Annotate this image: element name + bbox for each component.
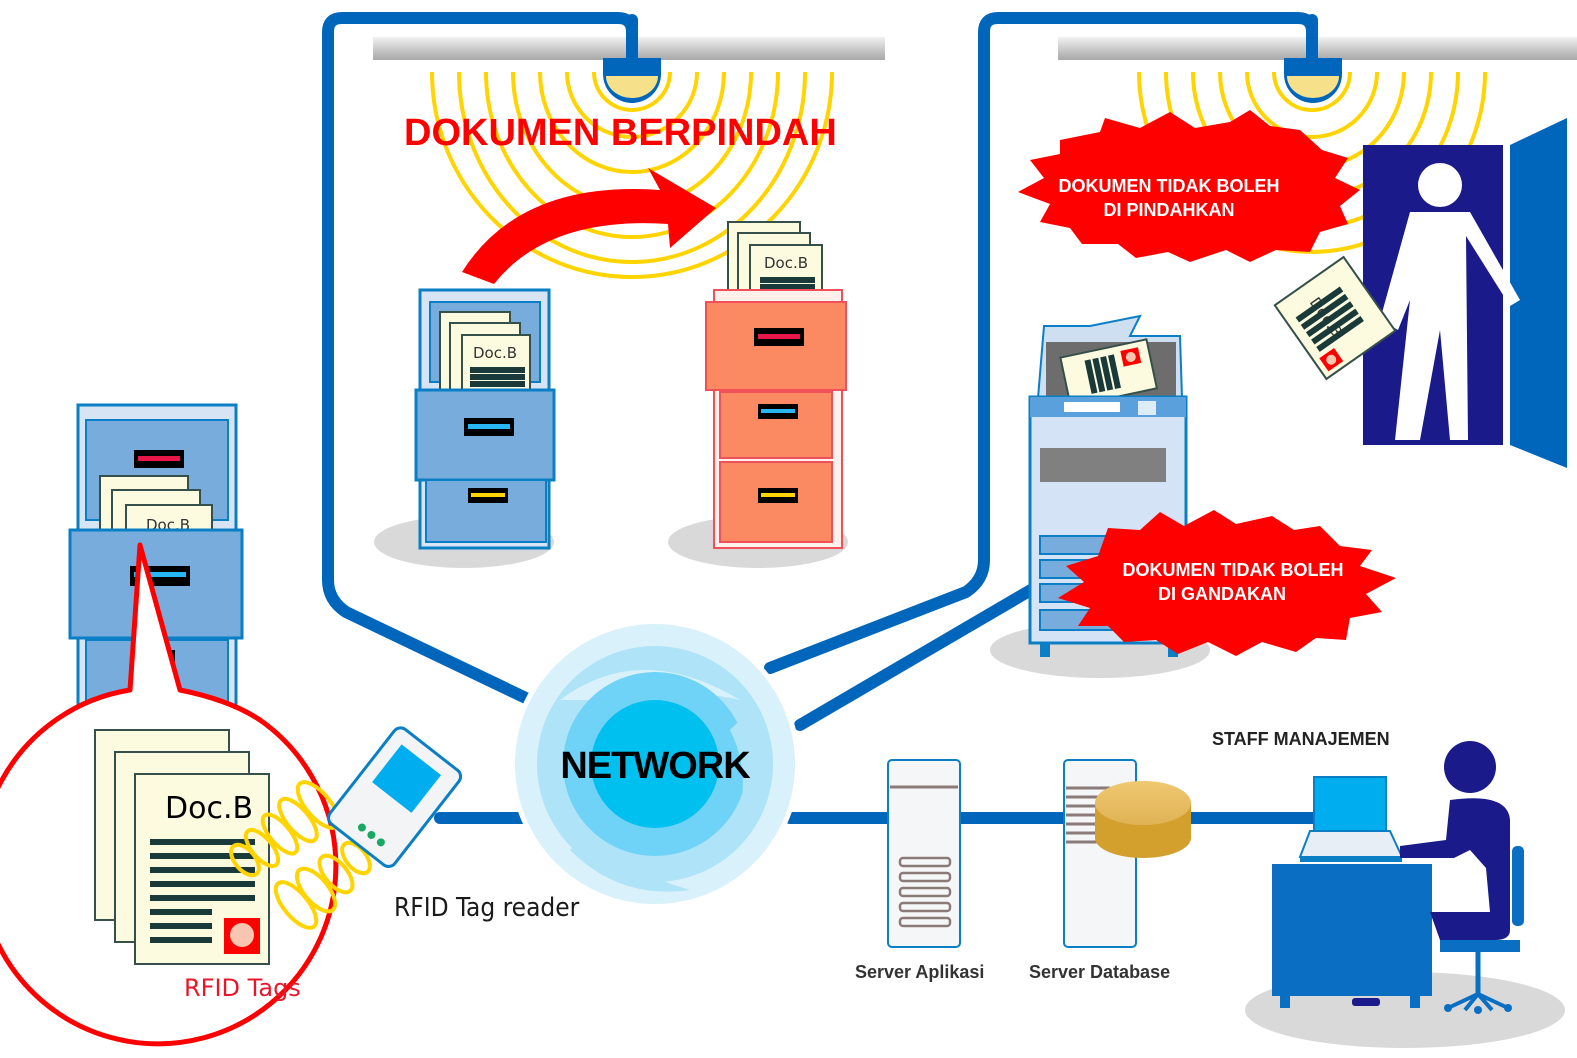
destination-filing-cabinet: Doc.B	[668, 221, 848, 568]
doc-label: Doc.B	[473, 344, 517, 362]
staff-label: STAFF MANAJEMEN	[1212, 729, 1390, 749]
doc-label-large: Doc.B	[165, 791, 253, 826]
staff-workstation	[1245, 741, 1565, 1048]
ceiling-reader-room2	[1058, 14, 1577, 254]
database-server: Server Database	[1029, 759, 1191, 982]
rfid-reader-label: RFID Tag reader	[394, 893, 580, 923]
rfid-tag-icon	[224, 918, 260, 954]
copied-document-icon	[1059, 338, 1159, 408]
app-server-label: Server Aplikasi	[855, 962, 984, 982]
application-server: Server Aplikasi	[855, 759, 984, 982]
moving-documents-heading: DOKUMEN BERPINDAH	[404, 112, 837, 154]
warning-no-copy-line1: DOKUMEN TIDAK BOLEH	[1123, 560, 1344, 580]
network-hub: NETWORK	[510, 619, 800, 909]
rfid-wave-room1	[430, 71, 834, 279]
warning-no-move-badge: DOKUMEN TIDAK BOLEH DI PINDAHKAN	[1018, 110, 1360, 262]
carried-document-icon: Doc.B	[1273, 255, 1397, 381]
network-label: NETWORK	[560, 745, 751, 787]
cable-copier	[794, 574, 1054, 731]
ceiling-reader-room1	[373, 14, 885, 279]
laptop-icon	[1298, 776, 1404, 862]
archive-filing-cabinet: Doc.B	[68, 403, 244, 717]
database-cylinder-icon	[1095, 781, 1191, 858]
staff-person-icon	[1352, 741, 1510, 1006]
warning-no-copy-badge: DOKUMEN TIDAK BOLEH DI GANDAKAN	[1058, 510, 1396, 656]
doc-label: Doc.B	[764, 254, 808, 272]
warning-no-move-line2: DI PINDAHKAN	[1103, 200, 1234, 220]
person-leaving-icon	[1380, 163, 1520, 440]
warning-no-move-line1: DOKUMEN TIDAK BOLEH	[1059, 176, 1280, 196]
move-arrow-icon	[462, 168, 716, 284]
db-server-label: Server Database	[1029, 962, 1170, 982]
exit-door: Doc.B	[1273, 118, 1567, 468]
rfid-tag-reader: RFID Tag reader	[327, 726, 580, 923]
rfid-tags-label: RFID Tags	[184, 974, 301, 1002]
warning-no-copy-line2: DI GANDAKAN	[1158, 584, 1286, 604]
source-filing-cabinet: Doc.B	[374, 288, 556, 568]
rfid-tag-callout: Doc.B RFID Tags	[0, 542, 339, 1047]
